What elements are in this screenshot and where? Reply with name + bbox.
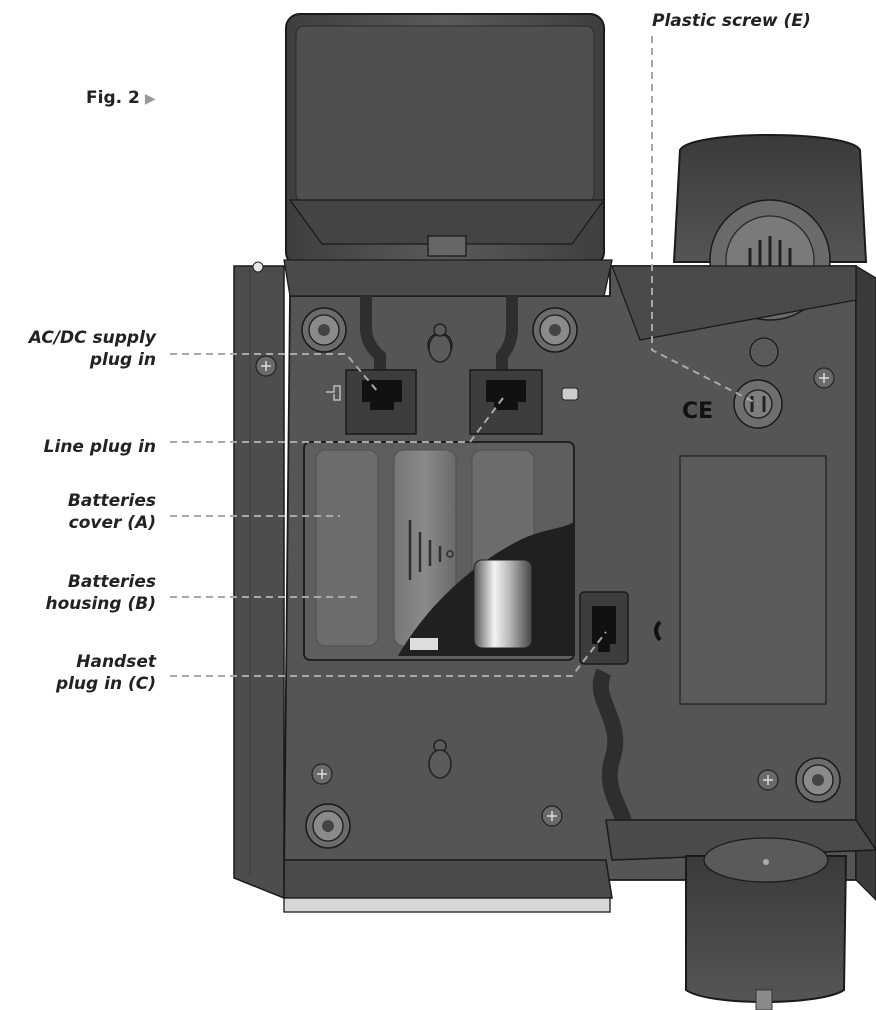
battery-compartment — [303, 441, 575, 661]
label-panel — [679, 455, 827, 705]
handset-earpiece — [611, 134, 868, 341]
left-side-rail — [233, 261, 285, 900]
label-batteries-cover-line1: Batteries — [67, 491, 156, 511]
cross-screws — [311, 367, 835, 827]
label-batteries-cover: Batteries cover (A) — [0, 490, 156, 534]
label-handset-plug: Handset plug in (C) — [0, 651, 156, 695]
label-plastic-screw: Plastic screw (E) — [652, 10, 811, 32]
ce-mark: CE — [682, 399, 713, 424]
label-batteries-housing-line1: Batteries — [67, 572, 156, 592]
handset-mouthpiece — [685, 837, 848, 1010]
label-line-plug: Line plug in — [0, 436, 156, 458]
label-plastic-screw-text: Plastic screw (E) — [652, 11, 811, 31]
screw-boss-top-left — [301, 307, 347, 353]
label-acdc-line2: plug in — [89, 350, 156, 370]
line-jack — [469, 369, 579, 435]
figure-label: Fig. 2▶ — [86, 88, 156, 108]
label-acdc-line1: AC/DC supply — [28, 328, 156, 348]
keyhole-top — [427, 323, 453, 363]
label-handset-line2: plug in (C) — [55, 674, 156, 694]
label-handset-line1: Handset — [76, 652, 156, 672]
label-acdc-supply: AC/DC supply plug in — [0, 327, 156, 371]
label-line-plug-text: Line plug in — [43, 437, 156, 457]
label-batteries-cover-line2: cover (A) — [68, 513, 156, 533]
keyhole-bottom — [428, 739, 452, 779]
leader-lines — [170, 36, 759, 677]
screw-boss-bottom-left — [305, 803, 351, 849]
acdc-jack — [326, 369, 417, 435]
screw-boss-bottom-right — [795, 757, 841, 803]
triangle-right-icon: ▶ — [144, 91, 156, 107]
figure-label-text: Fig. 2 — [86, 88, 140, 108]
screw-boss-top-center — [532, 307, 578, 353]
label-batteries-housing-line2: housing (B) — [45, 594, 156, 614]
label-batteries-housing: Batteries housing (B) — [0, 571, 156, 615]
top-flap — [283, 13, 613, 297]
